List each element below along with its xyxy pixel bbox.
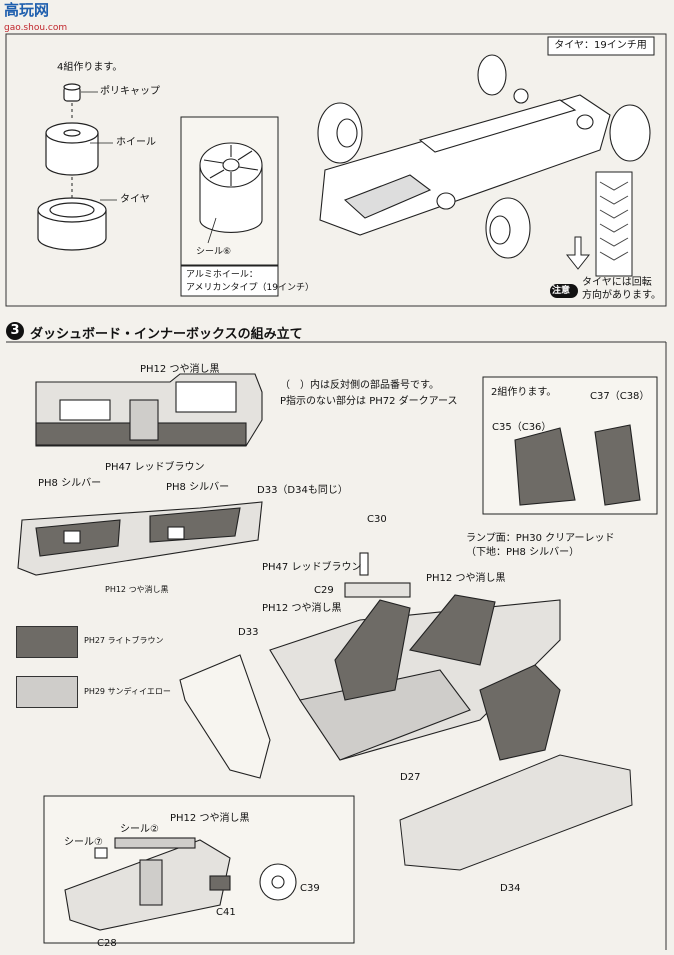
watermark-brand: 高玩网 [4, 1, 50, 19]
label-d34: D34 [500, 883, 521, 894]
seat-box-title: 2組作ります。 [491, 387, 557, 398]
label-seal-2: シール② [120, 824, 159, 835]
poly-cap-label: ポリキャップ [100, 86, 160, 97]
label-c39: C39 [300, 883, 320, 894]
label-d33: D33 [238, 627, 259, 638]
label-c30: C30 [367, 514, 387, 525]
label-ph12-inset: PH12 つや消し黒 [170, 813, 250, 824]
parts-note-line2: P指示のない部分は PH72 ダークアース [280, 396, 458, 407]
parts-note-line1: （ ）内は反対側の部品番号です。 [280, 380, 439, 391]
legend-label-sandy-yellow: PH29 サンディイエロー [84, 687, 171, 696]
label-d33-same: D33（D34も同じ） [257, 485, 348, 496]
label-seal-7: シール⑦ [64, 837, 103, 848]
label-ph47-console: PH47 レッドブラウン [262, 562, 362, 573]
wheel-caption-line2: アメリカンタイプ（19インチ） [186, 283, 315, 293]
legend-swatch-sandy-yellow [16, 676, 78, 708]
watermark-url: gao.shou.com [4, 23, 68, 33]
watermark-logo: 高玩网 gao.shou.com [0, 0, 74, 36]
caution-badge: 注意 [552, 286, 571, 296]
caution-line1: タイヤには回転 [582, 277, 652, 288]
label-d27: D27 [400, 772, 421, 783]
label-ph8-right: PH8 シルバー [166, 482, 230, 493]
label-c35: C35（C36） [492, 422, 552, 433]
wheel-caption-line1: アルミホイール： [186, 270, 258, 280]
label-ph12-door: PH12 つや消し黒 [105, 585, 169, 594]
label-ph47-dash: PH47 レッドブラウン [105, 462, 205, 473]
legend-swatch-light-brown [16, 626, 78, 658]
wheel-label: ホイール [116, 137, 156, 148]
label-ph8-left: PH8 シルバー [38, 478, 102, 489]
make-four-sets: 4組作ります。 [57, 62, 123, 73]
tire-size-note: タイヤ：19インチ用 [554, 40, 647, 51]
label-c37: C37（C38） [590, 391, 650, 402]
label-lamp-line2: （下地：PH8 シルバー） [466, 547, 580, 558]
label-lamp-line1: ランプ面：PH30 クリアーレッド [466, 533, 615, 544]
label-c28: C28 [97, 938, 117, 949]
label-ph12-console: PH12 つや消し黒 [262, 603, 342, 614]
label-c29: C29 [314, 585, 334, 596]
seal-6-label: シール⑥ [196, 247, 232, 257]
label-c41: C41 [216, 907, 236, 918]
tire-label: タイヤ [120, 194, 150, 205]
caution-line2: 方向があります。 [582, 290, 661, 301]
step-number-badge: 3 [6, 322, 24, 340]
step-title: ダッシュボード・インナーボックスの組み立て [30, 327, 303, 342]
label-ph12-top: PH12 つや消し黒 [140, 364, 220, 375]
legend-label-light-brown: PH27 ライトブラウン [84, 636, 164, 645]
label-ph12-rear: PH12 つや消し黒 [426, 573, 506, 584]
